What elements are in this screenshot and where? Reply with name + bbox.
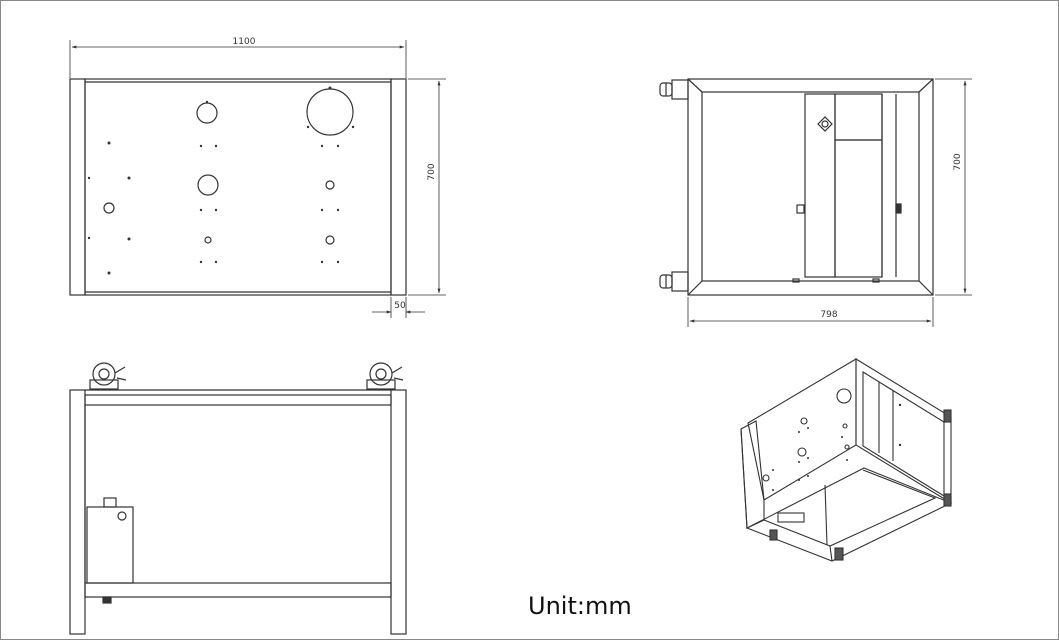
iso-end-frame — [855, 358, 952, 504]
top-dimensions — [687, 78, 972, 327]
hole — [204, 236, 212, 244]
side-thickness-label: 50 — [394, 301, 406, 311]
right-post — [390, 78, 407, 296]
iso-near-frame — [740, 420, 765, 529]
isometric-dots — [772, 403, 902, 491]
caster-icon — [659, 79, 689, 100]
top-view — [659, 78, 934, 296]
caster-icon — [89, 362, 127, 390]
left-post — [69, 78, 86, 296]
large-hole — [306, 88, 354, 136]
top-height-label: 700 — [953, 153, 963, 170]
bottom-shelf — [84, 582, 392, 598]
top-rail — [84, 394, 392, 406]
top-outer-frame — [687, 78, 934, 296]
unit-label: Unit:mm — [528, 592, 632, 620]
front-view-dots — [87, 86, 355, 275]
caster-icon — [366, 362, 404, 390]
right-leg — [390, 389, 407, 635]
front-dimensions — [69, 40, 446, 318]
iso-side-panel — [747, 358, 857, 501]
hole — [197, 174, 219, 196]
top-inner-frame — [701, 91, 920, 282]
side-view — [69, 362, 407, 635]
top-width-label: 798 — [820, 310, 837, 320]
hole — [103, 202, 115, 214]
equipment-box — [86, 506, 134, 584]
hole — [325, 180, 335, 190]
left-leg — [69, 389, 86, 635]
front-panel — [84, 78, 392, 296]
front-height-label: 700 — [427, 163, 437, 180]
front-view — [69, 78, 407, 296]
hole — [196, 102, 218, 124]
front-width-label: 1100 — [233, 37, 256, 47]
hole — [325, 235, 335, 245]
isometric-view — [740, 358, 953, 562]
caster-icon — [659, 271, 689, 292]
